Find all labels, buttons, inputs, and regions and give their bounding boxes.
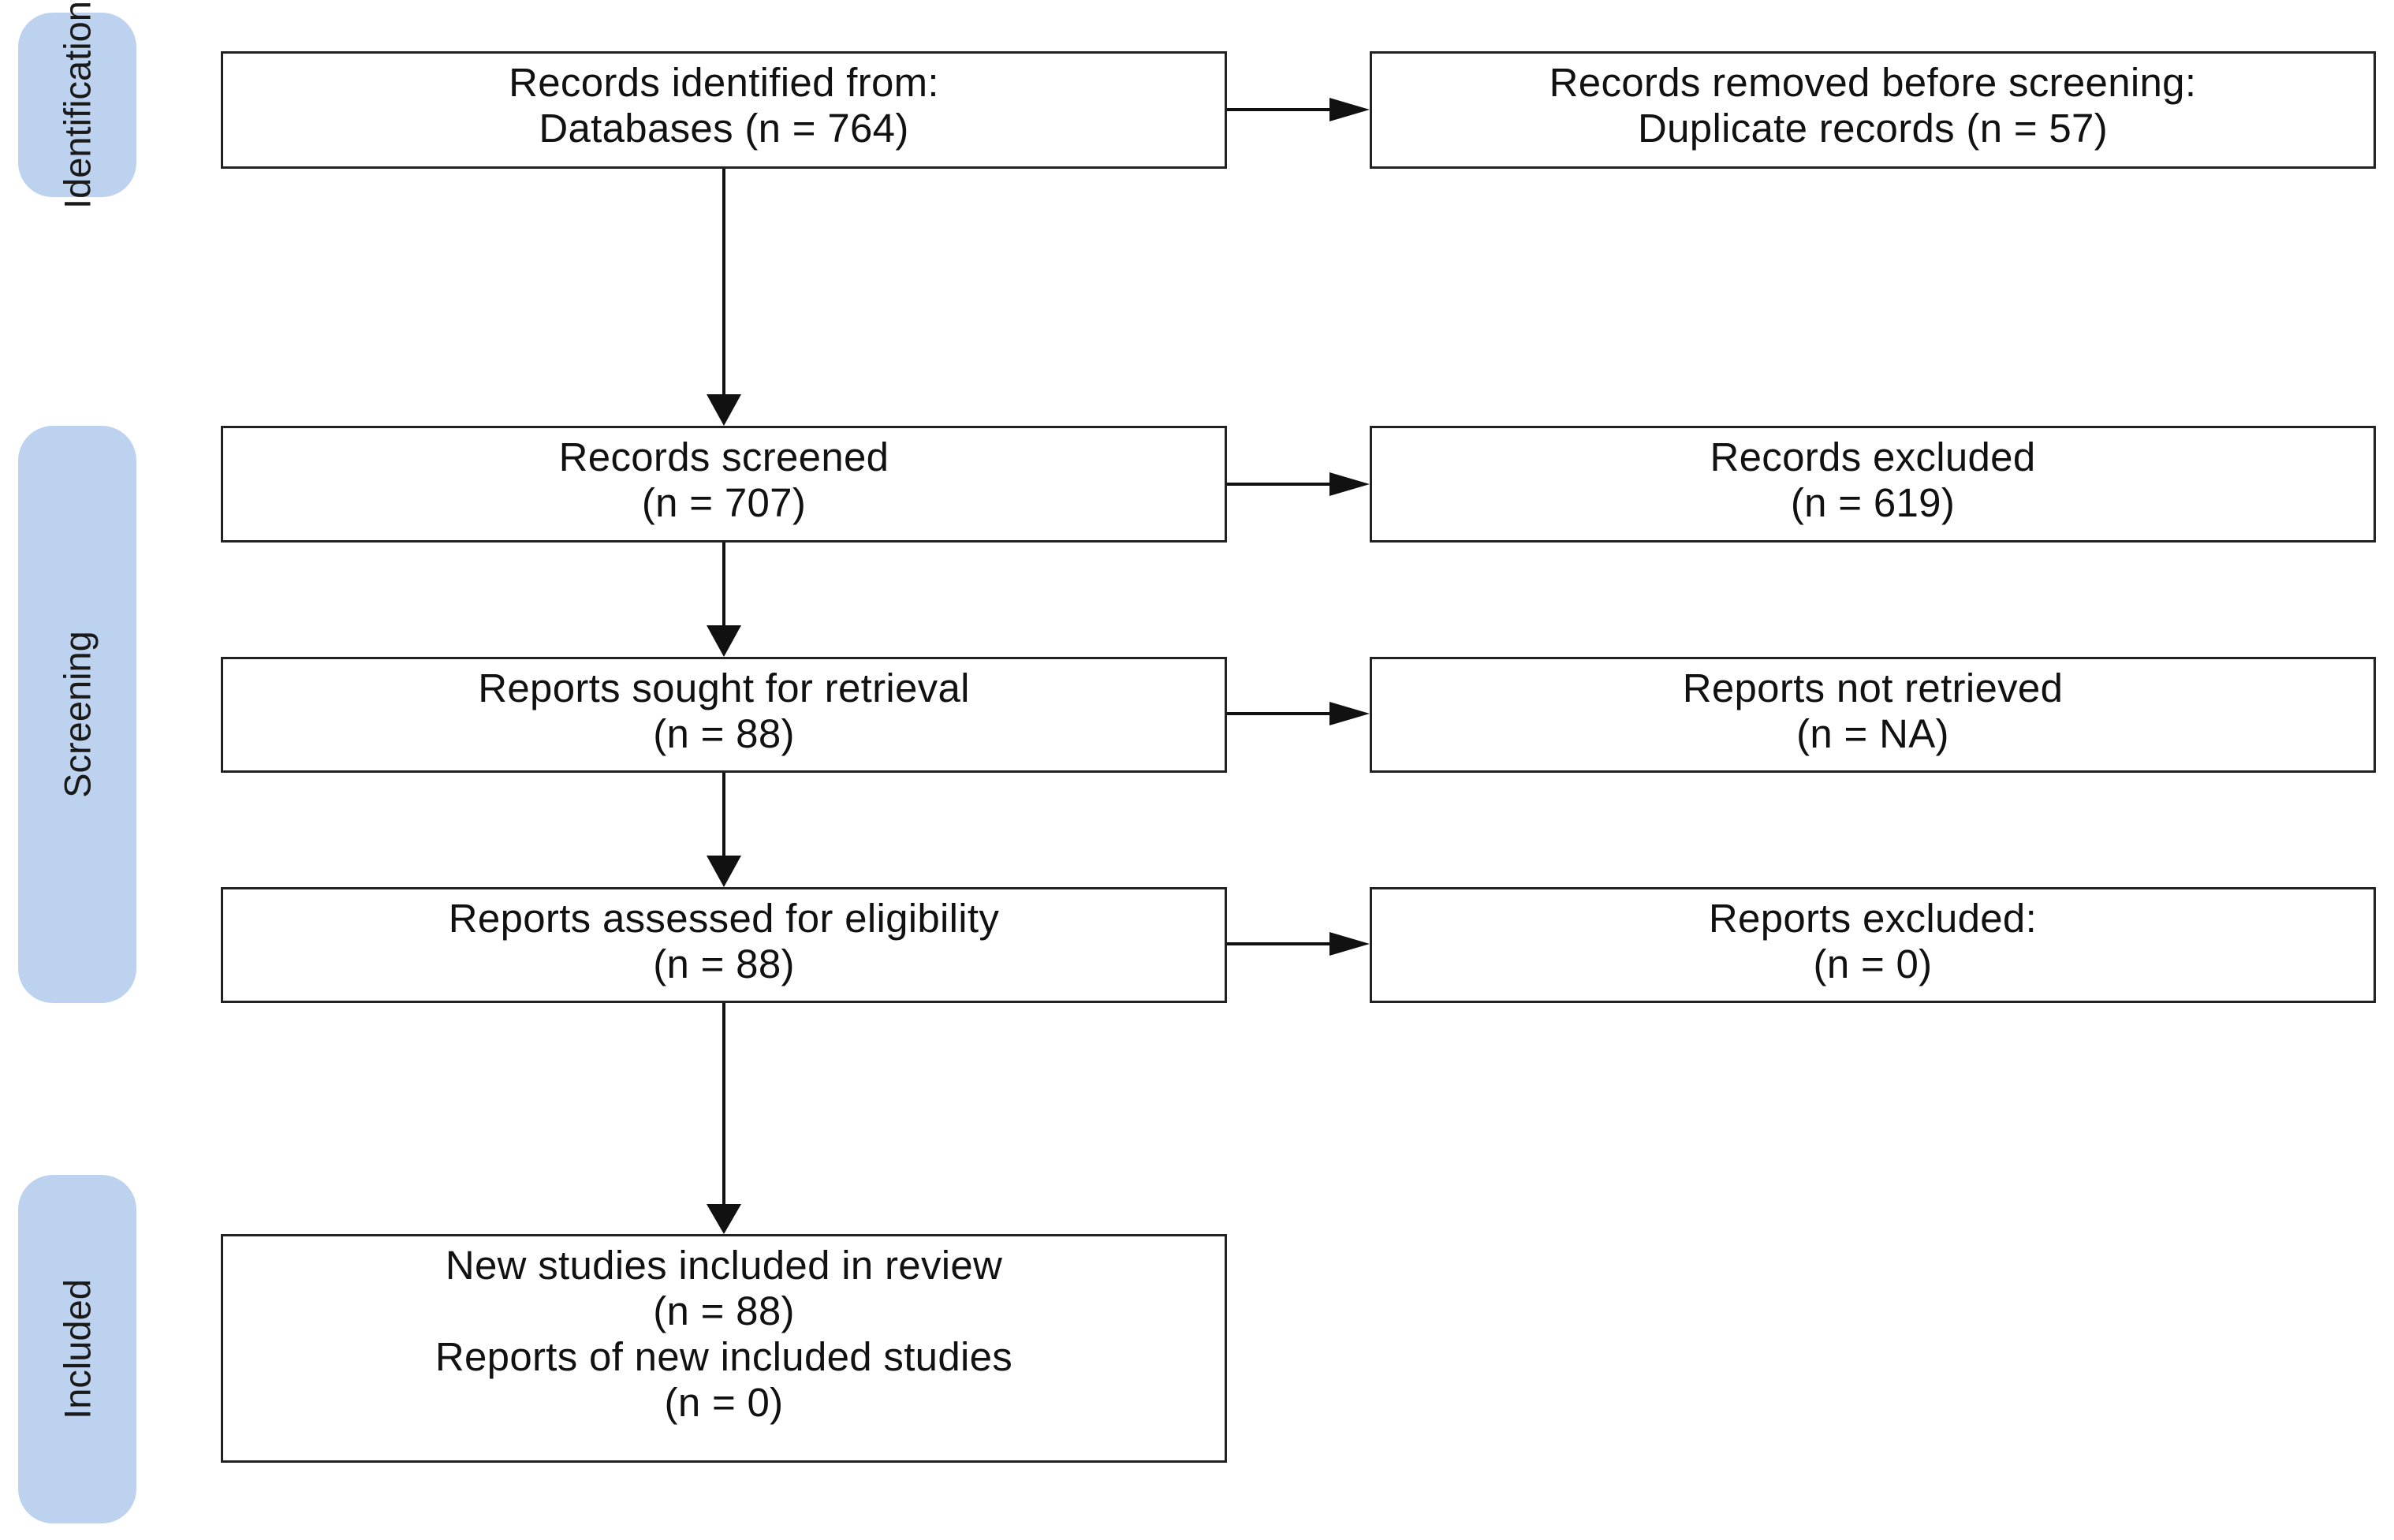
box-records-removed-line1: Records removed before screening:	[1549, 60, 2197, 105]
box-records-excluded-line1: Records excluded	[1710, 434, 2036, 479]
phase-identification: Identification	[18, 1, 136, 209]
box-reports-excluded: Reports excluded: (n = 0)	[1370, 887, 2376, 1003]
arrowhead-down-1	[707, 394, 741, 426]
box-records-identified-line1: Records identified from:	[509, 60, 939, 105]
box-studies-included-line2: (n = 88)	[653, 1288, 795, 1333]
box-records-removed-line2: Duplicate records (n = 57)	[1638, 106, 2108, 151]
box-studies-included: New studies included in review (n = 88) …	[221, 1234, 1227, 1463]
arrowhead-down-3	[707, 856, 741, 887]
box-reports-excluded-line2: (n = 0)	[1813, 942, 1933, 986]
box-reports-not-retrieved-line2: (n = NA)	[1796, 711, 1949, 756]
arrowhead-right-1	[1329, 98, 1370, 121]
box-records-excluded: Records excluded (n = 619)	[1370, 426, 2376, 543]
phase-included: Included	[18, 1175, 136, 1523]
box-reports-sought: Reports sought for retrieval (n = 88)	[221, 657, 1227, 773]
box-studies-included-line4: (n = 0)	[664, 1380, 784, 1425]
phase-screening: Screening	[18, 426, 136, 1003]
box-records-screened-line1: Records screened	[558, 434, 889, 479]
box-reports-assessed: Reports assessed for eligibility (n = 88…	[221, 887, 1227, 1003]
box-studies-included-line3: Reports of new included studies	[434, 1334, 1013, 1379]
arrowhead-down-4	[707, 1204, 741, 1234]
box-reports-not-retrieved-line1: Reports not retrieved	[1682, 666, 2064, 710]
box-reports-excluded-line1: Reports excluded:	[1708, 896, 2038, 941]
box-records-identified: Records identified from: Databases (n = …	[221, 51, 1227, 169]
arrowhead-right-3	[1329, 702, 1370, 725]
box-reports-sought-line2: (n = 88)	[653, 711, 795, 756]
box-reports-sought-line1: Reports sought for retrieval	[478, 666, 970, 710]
box-records-identified-line2: Databases (n = 764)	[539, 106, 909, 151]
box-records-removed: Records removed before screening: Duplic…	[1370, 51, 2376, 169]
arrowhead-down-2	[707, 625, 741, 657]
box-reports-assessed-line1: Reports assessed for eligibility	[448, 896, 1000, 941]
arrowhead-right-4	[1329, 932, 1370, 956]
box-records-excluded-line2: (n = 619)	[1790, 480, 1956, 525]
box-reports-assessed-line2: (n = 88)	[653, 942, 795, 986]
box-records-screened: Records screened (n = 707)	[221, 426, 1227, 543]
box-reports-not-retrieved: Reports not retrieved (n = NA)	[1370, 657, 2376, 773]
box-records-screened-line2: (n = 707)	[641, 480, 807, 525]
box-studies-included-line1: New studies included in review	[445, 1243, 1003, 1288]
arrowhead-right-2	[1329, 472, 1370, 496]
